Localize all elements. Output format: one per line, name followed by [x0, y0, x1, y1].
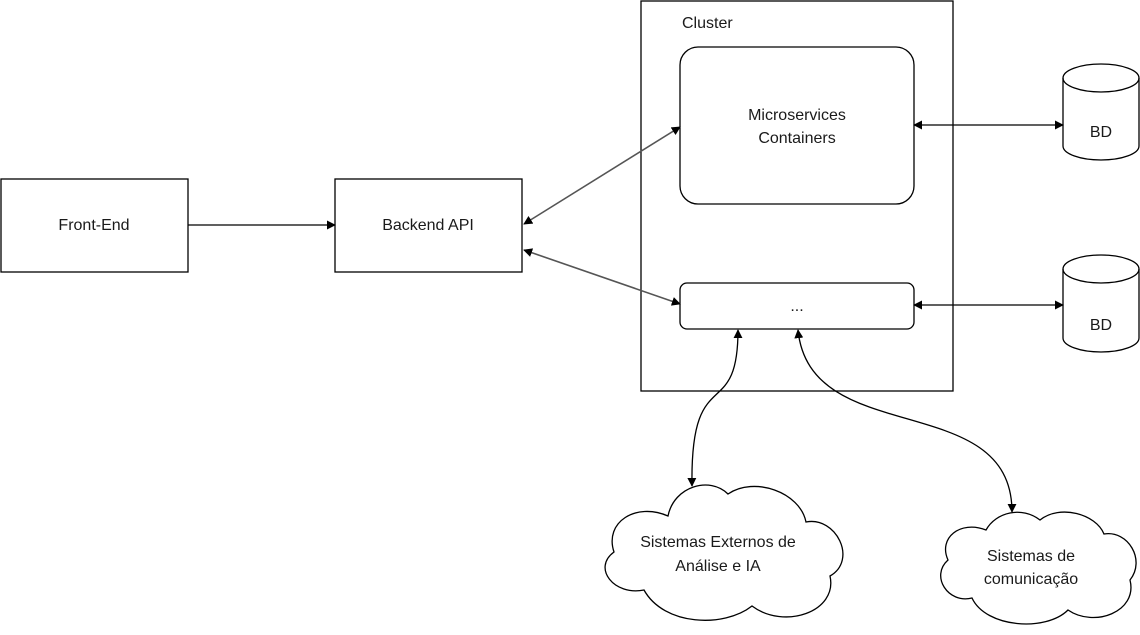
communication-systems-label-line2: comunicação	[984, 571, 1078, 588]
cloud-icon	[940, 511, 1137, 625]
frontend-label: Front-End	[58, 217, 129, 234]
database-top-label: BD	[1090, 124, 1112, 141]
edge-other-service-communication-systems	[794, 329, 1017, 513]
frontend-node[interactable]: Front-End	[0, 178, 189, 273]
cluster-label: Cluster	[682, 15, 733, 32]
communication-systems-cloud[interactable]: Sistemas de comunicação	[940, 511, 1137, 625]
database-top-node[interactable]: BD	[1062, 63, 1140, 161]
other-service-node[interactable]: ...	[679, 282, 915, 330]
external-systems-cloud[interactable]: Sistemas Externos de Análise e IA	[604, 484, 844, 621]
cloud-icon	[604, 484, 844, 621]
microservices-label-line2: Containers	[758, 130, 835, 147]
backend-api-node[interactable]: Backend API	[334, 178, 523, 273]
external-systems-label-line1: Sistemas Externos de	[640, 534, 796, 551]
database-bottom-node[interactable]: BD	[1062, 254, 1140, 353]
edge-other-service-external-systems	[687, 329, 743, 487]
database-top-icon	[1062, 63, 1140, 161]
communication-systems-label-line1: Sistemas de	[987, 548, 1075, 565]
backend-api-label: Backend API	[382, 217, 474, 234]
microservices-node[interactable]: Microservices Containers	[679, 46, 915, 205]
edge-backend-microservices	[523, 126, 681, 225]
microservices-label-line1: Microservices	[748, 107, 846, 124]
database-bottom-label: BD	[1090, 317, 1112, 334]
other-service-label: ...	[790, 298, 803, 315]
edge-backend-other-service	[523, 248, 681, 306]
external-systems-label-line2: Análise e IA	[675, 558, 761, 575]
database-bottom-icon	[1062, 254, 1140, 353]
